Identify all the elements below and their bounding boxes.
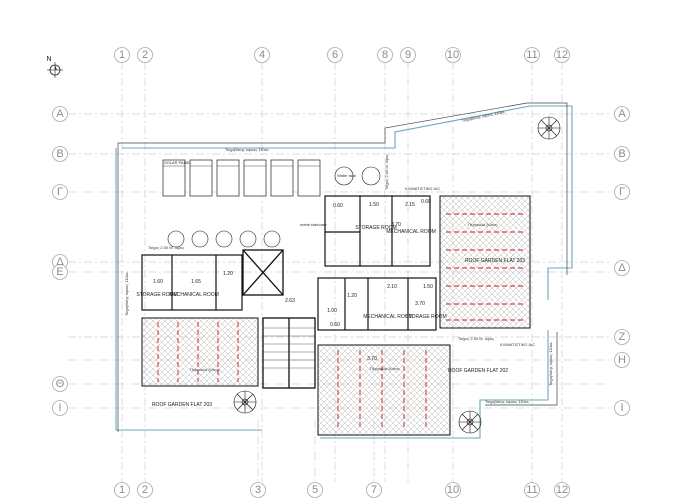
grid-row-theta: Θ xyxy=(56,378,65,390)
grid-row-delta-right: Δ xyxy=(618,262,626,274)
grid-row-z-right: Z xyxy=(619,331,626,343)
grid-bubbles-left xyxy=(52,106,68,416)
grid-row-gamma-right: Γ xyxy=(619,186,625,198)
stair-core xyxy=(242,249,316,389)
wall-note-top: Τοιχοβάτης ύψους 110εκ. xyxy=(225,147,270,152)
grid-col-10: 10 xyxy=(447,49,459,61)
room-storage-upper: STORAGE ROOM xyxy=(355,225,396,231)
grid-row-i-right: I xyxy=(620,402,623,414)
dim-core: 2.63 xyxy=(285,298,295,304)
ac-label-2: ΚΛΙΜΑΤΙΣΤΙΚΟ A/C xyxy=(500,342,535,347)
grid-bubbles-bottom-labels: 1 2 3 5 7 10 11 12 xyxy=(119,484,568,496)
wall-note-right: Τοιχοβάτης ύψους 110εκ. xyxy=(548,341,553,386)
north-label: N xyxy=(46,56,51,63)
spiral-stair-icon-2 xyxy=(233,390,257,414)
grid-row-a: A xyxy=(56,108,64,120)
left-rooms-block xyxy=(141,254,243,311)
wall-200-left: Τοίχος 2.00 Μ. ύψος xyxy=(148,245,184,250)
grid-row-gamma: Γ xyxy=(57,186,63,198)
dim-extra-1: 0.60 xyxy=(333,203,343,209)
middle-rooms-block xyxy=(317,277,437,331)
grid-bubbles-top xyxy=(114,47,570,63)
room-mechanical-middle: MECHANICAL ROOM xyxy=(363,314,413,320)
room-mechanical-upper: MECHANICAL ROOM xyxy=(386,229,436,235)
grid-col-12-bottom: 12 xyxy=(556,484,568,496)
grid-col-1-bottom: 1 xyxy=(119,484,125,496)
solar-panel-label: SOLAR PANEL xyxy=(164,160,192,165)
dim-left-3: 1.20 xyxy=(223,271,233,277)
dim-mid-3: 1.20 xyxy=(347,293,357,299)
dim-upper-3: 3.70 xyxy=(391,222,401,228)
water-tanks xyxy=(167,166,381,248)
grid-row-a-right: A xyxy=(618,108,626,120)
grid-col-12: 12 xyxy=(556,49,568,61)
grid-row-b: B xyxy=(56,148,63,160)
dim-extra-3: 3.70 xyxy=(415,301,425,307)
dim-extra-2: 0.60 xyxy=(330,322,340,328)
ac-label-1: ΚΛΙΜΑΤΙΣΤΙΚΟ A/C xyxy=(405,186,440,191)
grid-col-1: 1 xyxy=(119,49,125,61)
grid-bubbles-top-labels: 1 2 4 6 8 9 10 11 12 xyxy=(119,49,568,61)
dim-mid-2: 1.50 xyxy=(423,284,433,290)
grid-col-3-bottom: 3 xyxy=(255,484,261,496)
pergola-label-2: Πέργκολα ξύλινη xyxy=(190,367,220,372)
metal-staircase-label: metal staircase xyxy=(300,222,328,227)
dim-extra-4: 3.70 xyxy=(367,356,377,362)
grid-col-4: 4 xyxy=(259,49,265,61)
grid-col-7-bottom: 7 xyxy=(371,484,377,496)
pergola-left xyxy=(141,317,259,387)
wall-200-mid: Τοίχος 2.00 Μ. ύψος xyxy=(458,336,494,341)
roof-garden-202: ROOF GARDEN FLAT 202 xyxy=(448,368,508,374)
dim-left-2: 1.65 xyxy=(191,279,201,285)
dim-upper-2: 2.15 xyxy=(405,202,415,208)
room-storage-left: STORAGE ROOM xyxy=(136,292,177,298)
grid-row-delta: Δ xyxy=(56,256,64,268)
solar-panels xyxy=(162,159,321,197)
water-tank-label: Water tank xyxy=(337,173,356,178)
grid-col-2-bottom: 2 xyxy=(142,484,148,496)
grid-col-9: 9 xyxy=(405,49,411,61)
grid-bubbles-right-labels: A B Γ Δ Z H I xyxy=(618,108,626,414)
parapet-outline xyxy=(115,105,573,439)
spiral-stair-icon xyxy=(537,116,561,140)
wall-note-bottom: Τοιχοβάτης ύψους 110εκ. xyxy=(485,399,530,404)
pergola-right xyxy=(439,195,531,329)
room-mechanical-left: MECHANICAL ROOM xyxy=(169,292,219,298)
grid-col-8: 8 xyxy=(382,49,388,61)
grid-bubbles-right xyxy=(614,106,630,416)
pergola-label-1: Πέργκολα ξύλινη xyxy=(468,222,498,227)
upper-rooms-block xyxy=(324,195,431,267)
dim-upper-4: 0.60 xyxy=(421,199,431,205)
dim-left-1: 1.60 xyxy=(153,279,163,285)
outer-boundary xyxy=(117,102,568,432)
dim-mid-4: 1.00 xyxy=(327,308,337,314)
spiral-stair-icon-3 xyxy=(458,410,482,434)
wall-200-top: Τοίχος 2.00 Μ. ύψος xyxy=(384,154,389,190)
grid-col-10-bottom: 10 xyxy=(447,484,459,496)
grid-row-b-right: B xyxy=(618,148,625,160)
room-storage-middle: STORAGE ROOM xyxy=(405,314,446,320)
wall-note-left: Τοιχοβάτης ύψους 110εκ. xyxy=(124,271,129,316)
grid-bubbles-left-labels: A B Γ Δ E Θ I xyxy=(56,108,65,414)
pergola-middle xyxy=(317,344,451,436)
grid-row-i: I xyxy=(58,402,61,414)
dim-upper-1: 1.50 xyxy=(369,202,379,208)
roof-garden-203-right: ROOF GARDEN FLAT 203 xyxy=(465,258,525,264)
grid-row-h-right: H xyxy=(618,354,626,366)
grid-col-11-bottom: 11 xyxy=(526,484,537,496)
dim-mid-1: 2.10 xyxy=(387,284,397,290)
grid-row-e: E xyxy=(56,266,63,278)
grid-col-5-bottom: 5 xyxy=(312,484,318,496)
roof-garden-203-left: ROOF GARDEN FLAT 203 xyxy=(152,402,212,408)
pergola-label-3: Πέργκολα ξύλινη xyxy=(370,366,400,371)
north-arrow-icon: N xyxy=(46,56,63,78)
stair-treads xyxy=(263,327,315,369)
grid-col-6: 6 xyxy=(332,49,338,61)
grid-col-2: 2 xyxy=(142,49,148,61)
grid-bubbles-bottom xyxy=(114,482,570,498)
grid-col-11: 11 xyxy=(526,49,537,61)
